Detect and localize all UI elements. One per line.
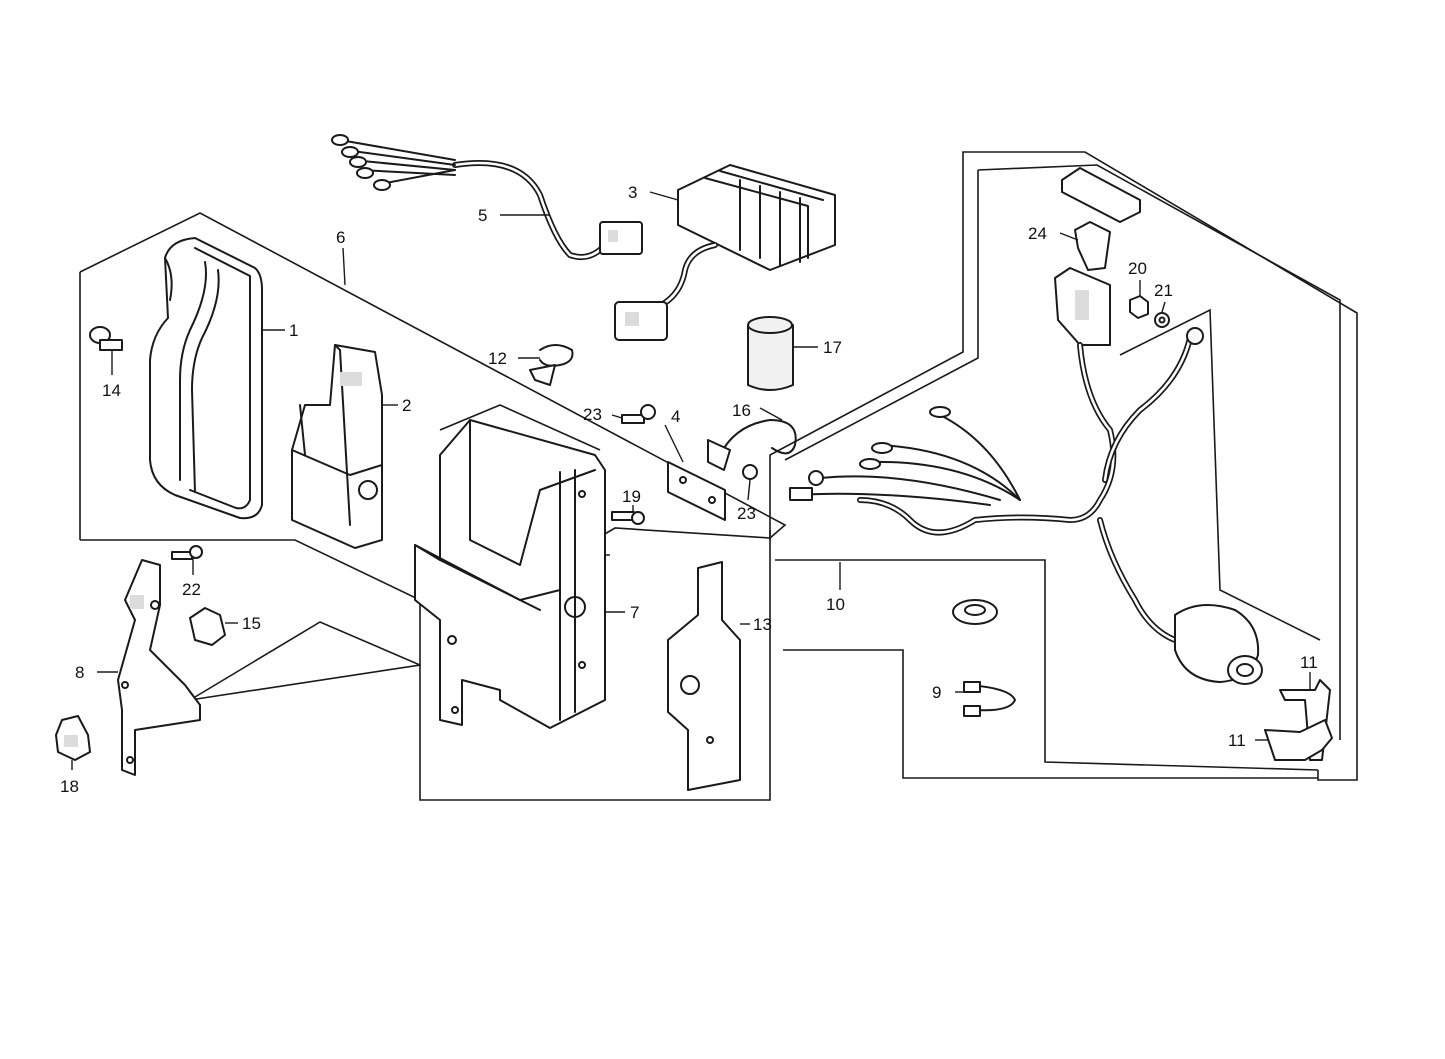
screw-23a (621, 404, 656, 424)
callout-15: 15 (242, 614, 261, 633)
capacitor-17 (747, 316, 794, 391)
leader-lines (71, 191, 1311, 770)
ignition-switch (1174, 604, 1263, 685)
callout-11-lower: 11 (1228, 731, 1246, 750)
callout-12: 12 (488, 349, 507, 368)
group-outline-terminal (1119, 308, 1321, 641)
fuse-holder-24 (1054, 167, 1141, 346)
callouts: 1 2 3 4 5 6 7 8 9 10 11 11 12 13 14 15 1… (60, 183, 1318, 796)
control-box-7 (414, 419, 606, 729)
callout-23-lower: 23 (737, 504, 756, 523)
nut-20 (1129, 295, 1149, 319)
bracket-8 (117, 559, 201, 776)
callout-9: 9 (932, 683, 941, 702)
callout-16: 16 (732, 401, 751, 420)
screw-22 (171, 545, 203, 560)
clamp-9 (963, 681, 1016, 717)
group-outline-box-top (439, 404, 601, 451)
callout-6: 6 (336, 228, 345, 247)
callout-21: 21 (1154, 281, 1173, 300)
callout-5: 5 (478, 206, 487, 225)
bolt-19 (611, 511, 645, 525)
strap-13 (667, 561, 741, 791)
group-outline-bracket-area (189, 530, 771, 801)
regulator-3 (614, 164, 836, 341)
bracket-box-part (291, 344, 383, 549)
group-outline-fuse (977, 164, 1341, 740)
callout-2: 2 (402, 396, 411, 415)
group-outline-switch (783, 649, 1318, 779)
callout-18: 18 (60, 777, 79, 796)
harness-10 (789, 327, 1204, 643)
callout-4: 4 (671, 407, 680, 426)
group-outline-harness (769, 151, 1358, 781)
group-outline-harness-inner (775, 559, 1319, 771)
group-outline-fuse-inner (784, 170, 979, 461)
callout-14: 14 (102, 381, 121, 400)
cover-part (149, 237, 263, 520)
callout-11-upper: 11 (1300, 653, 1318, 672)
callout-17: 17 (823, 338, 842, 357)
callout-7: 7 (630, 603, 639, 622)
clip-15 (189, 607, 226, 646)
group-outlines (79, 151, 1358, 801)
callout-20: 20 (1128, 259, 1147, 278)
clamp-16 (707, 419, 797, 480)
callout-10: 10 (826, 595, 845, 614)
callout-22: 22 (182, 580, 201, 599)
callout-13: 13 (753, 615, 772, 634)
grommet (952, 599, 998, 625)
wire-harness-5 (331, 134, 643, 260)
plate-4 (667, 461, 726, 521)
clip-12 (529, 344, 574, 386)
key-11b (1264, 719, 1333, 761)
callout-3: 3 (628, 183, 637, 202)
callout-8: 8 (75, 663, 84, 682)
clip-18 (55, 715, 91, 761)
callout-1: 1 (289, 321, 298, 340)
bolt-14 (89, 326, 123, 351)
callout-24: 24 (1028, 224, 1047, 243)
callout-23-upper: 23 (583, 405, 602, 424)
callout-19: 19 (622, 487, 641, 506)
washer-21 (1154, 312, 1170, 328)
